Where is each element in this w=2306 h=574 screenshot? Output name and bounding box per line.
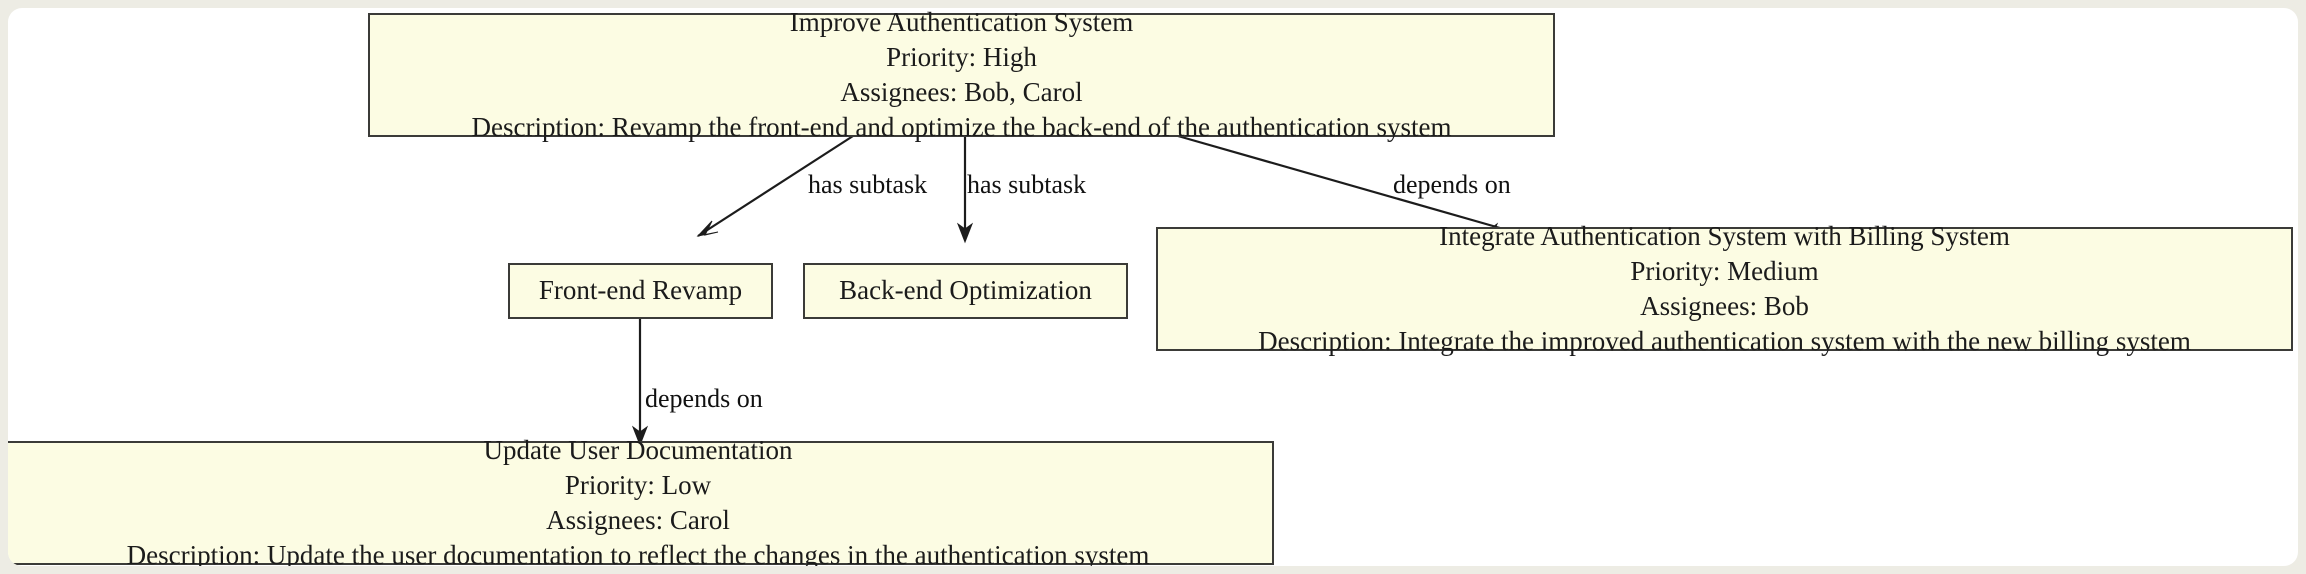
diagram-panel: Improve Authentication System Priority: … [8,8,2298,566]
node-line-assignees: Assignees: Bob [1640,291,1809,321]
node-line-description: Description: Revamp the front-end and op… [471,112,1452,143]
node-line-task: Update User Documentation [483,434,793,465]
node-front-end-revamp[interactable]: Front-end Revamp [508,263,773,319]
node-line-task: Front-end Revamp [538,275,743,306]
edge-label-depends-on-integrate: depends on [1393,170,1511,199]
node-line-task: Improve Authentication System [789,8,1134,37]
node-back-end-optimization[interactable]: Back-end Optimization [803,263,1128,319]
node-line-task: Integrate Authentication System with Bil… [1439,220,2010,251]
node-integrate-authentication-system-with-billing-system[interactable]: Integrate Authentication System with Bil… [1156,221,2293,356]
edge-frontend-to-docs [631,319,649,447]
node-line-assignees: Assignees: Bob, Carol [840,77,1083,107]
edge-label-has-subtask-frontend: has subtask [808,170,928,199]
edge-label-depends-on-docs: depends on [645,384,763,413]
edge-label-has-subtask-backend: has subtask [967,170,1087,199]
node-improve-authentication-system[interactable]: Improve Authentication System Priority: … [368,8,1555,142]
node-line-description: Description: Integrate the improved auth… [1258,326,2191,357]
node-line-priority: Priority: Medium [1630,255,1819,286]
node-line-priority: Priority: Low [564,469,712,500]
node-line-task: Back-end Optimization [839,275,1092,306]
node-line-description: Description: Update the user documentati… [126,540,1150,566]
node-line-assignees: Assignees: Carol [546,505,730,535]
task-dependency-graph: Improve Authentication System Priority: … [8,8,2298,566]
node-update-user-documentation[interactable]: Update User Documentation Priority: Low … [8,435,1274,566]
node-line-priority: Priority: High [886,41,1037,72]
